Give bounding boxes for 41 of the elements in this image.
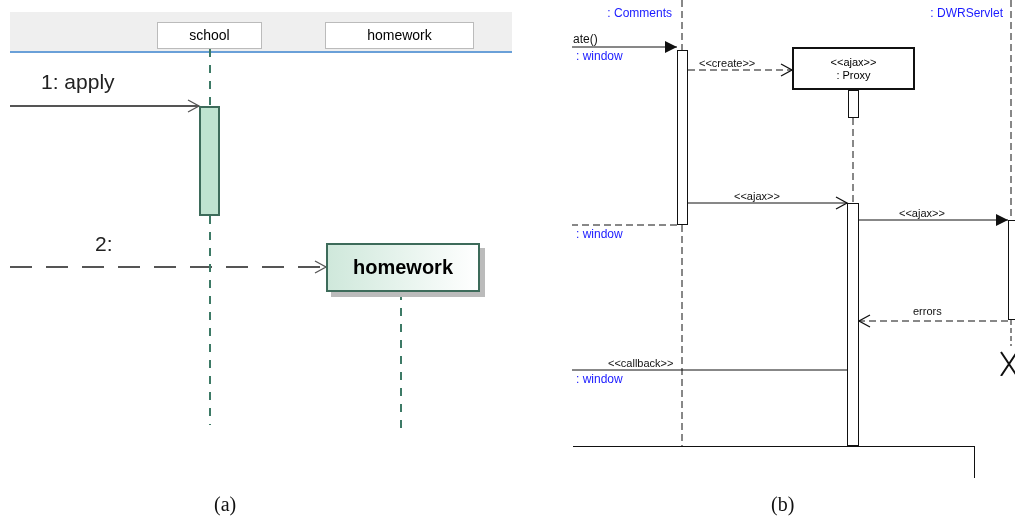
object-name: homework xyxy=(367,27,432,44)
lifeline xyxy=(681,0,683,51)
message-label: <<callback>> xyxy=(607,358,675,369)
message-label: 1: apply xyxy=(40,71,116,92)
lifeline-head-box xyxy=(325,22,474,49)
caption: (b) xyxy=(771,493,795,516)
caption: (a) xyxy=(214,493,237,516)
activation-bar xyxy=(847,203,859,446)
message-arrow xyxy=(687,196,848,210)
lifeline-name: : DWRServlet xyxy=(930,6,1003,20)
message-label: ate() xyxy=(572,33,599,45)
message-arrow xyxy=(9,260,327,274)
object-box xyxy=(792,47,915,90)
lifeline-name: : Comments xyxy=(607,6,672,20)
message-label: <<create>> xyxy=(698,58,757,69)
message-arrow xyxy=(687,63,793,77)
message-arrow xyxy=(858,314,1009,328)
object-name: : window xyxy=(575,226,623,241)
lifeline xyxy=(209,215,211,426)
stereotype-text: <<ajax>> xyxy=(830,55,877,69)
lifeline xyxy=(209,48,211,107)
message-arrow xyxy=(858,214,1009,226)
message-arrow xyxy=(571,41,678,53)
lifeline xyxy=(681,224,683,447)
frame-border xyxy=(573,446,975,478)
lifeline xyxy=(1010,319,1012,347)
lifeline xyxy=(852,117,854,204)
activation-bar xyxy=(677,50,688,225)
lifeline-head-box xyxy=(157,22,262,49)
activation-bar xyxy=(199,106,220,216)
object-name: school xyxy=(189,27,230,44)
object-name: : window xyxy=(575,48,623,63)
message-arrow xyxy=(9,99,200,113)
object-name: homework xyxy=(353,256,453,279)
object-name: : window xyxy=(575,371,623,386)
message-label: <<ajax>> xyxy=(733,191,781,202)
message-label: errors xyxy=(912,306,943,317)
activation-bar xyxy=(1008,220,1015,320)
activation-bar xyxy=(848,90,859,118)
object-name: : Proxy xyxy=(836,68,871,82)
message-label: <<ajax>> xyxy=(898,208,946,219)
